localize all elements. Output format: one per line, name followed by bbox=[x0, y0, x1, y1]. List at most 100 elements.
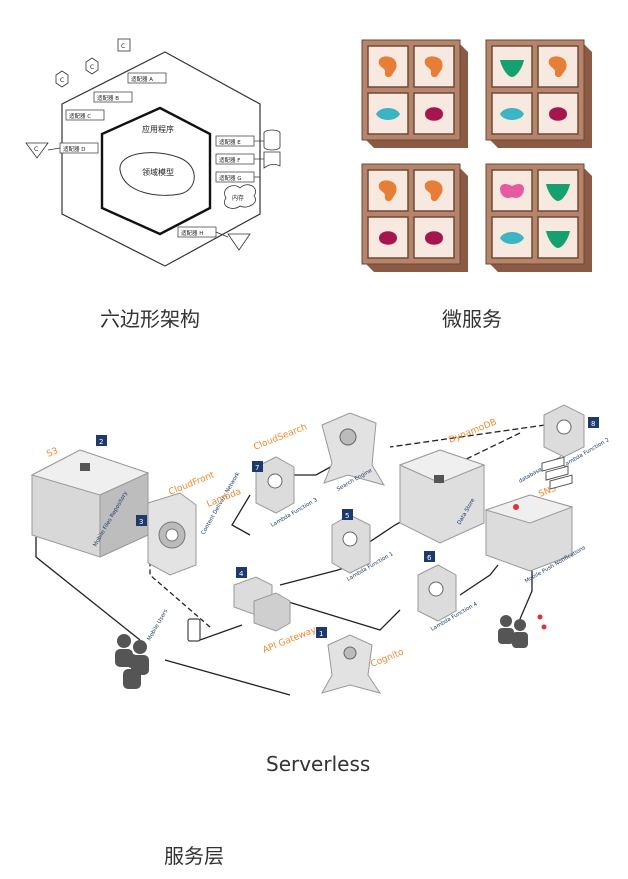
line-phone-api bbox=[199, 624, 243, 641]
mobile-users-label: Mobile Users bbox=[147, 608, 170, 642]
lambda-function-1-icon bbox=[331, 514, 371, 574]
badge-hex-c-1: C bbox=[85, 57, 99, 75]
caption-service-layer: 服务层 bbox=[164, 844, 224, 868]
svg-text:适配器 C: 适配器 C bbox=[69, 112, 91, 120]
svg-text:C: C bbox=[60, 77, 64, 84]
svg-text:2: 2 bbox=[99, 438, 103, 446]
api-gateway-icon bbox=[233, 576, 291, 632]
adapter-e-box: 适配器 E bbox=[215, 135, 255, 147]
line-users-s3 bbox=[35, 537, 141, 641]
svg-text:4: 4 bbox=[239, 570, 244, 578]
cabinet-cell bbox=[537, 169, 579, 212]
svg-text:适配器 A: 适配器 A bbox=[131, 75, 153, 83]
svg-text:3: 3 bbox=[139, 518, 143, 526]
step-badge-6: 6 bbox=[424, 551, 435, 562]
lambda-function-4-icon bbox=[417, 564, 457, 622]
step-badge-2: 2 bbox=[96, 435, 107, 446]
users-group-right-icon bbox=[498, 615, 528, 648]
domain-model-blob bbox=[119, 152, 195, 196]
service-blob bbox=[379, 231, 397, 245]
badge-hex-c-2: C bbox=[55, 70, 69, 88]
adapter-a-box: 适配器 A bbox=[127, 72, 167, 84]
line-api-lambda4 bbox=[281, 599, 401, 631]
database-icon bbox=[263, 129, 281, 151]
adapter-g-box: 适配器 G bbox=[215, 171, 255, 183]
inner-hexagon bbox=[100, 106, 212, 236]
svg-text:C: C bbox=[90, 64, 94, 71]
badge-square-c: C bbox=[117, 38, 131, 52]
svg-text:适配器 B: 适配器 B bbox=[97, 94, 119, 102]
cloudfront-icon bbox=[147, 492, 197, 576]
line-sns-users bbox=[519, 561, 533, 620]
badge-triangle-c: C bbox=[25, 142, 49, 159]
svg-text:适配器 F: 适配器 F bbox=[219, 156, 240, 164]
hexagon-svg: 应用程序 领域模型 C C C C 适配器 A 适配器 B 适配器 C 适配器 … bbox=[25, 38, 281, 267]
step-badge-8: 8 bbox=[588, 417, 599, 428]
svg-text:7: 7 bbox=[255, 464, 259, 472]
step-badges: 1 2 3 4 5 6 7 8 bbox=[96, 417, 599, 638]
caption-hexagonal: 六边形架构 bbox=[100, 307, 200, 331]
service-blob bbox=[500, 60, 524, 77]
caption-serverless: Serverless bbox=[266, 752, 371, 776]
adapter-b-box: 适配器 B bbox=[93, 91, 133, 103]
service-blob bbox=[425, 231, 443, 245]
step-badge-3: 3 bbox=[136, 515, 147, 526]
sns-icon bbox=[484, 494, 574, 572]
serverless-svg: S3 Mobile Files Repository CloudFront Co… bbox=[30, 271, 611, 696]
line-api-lambda3 bbox=[231, 494, 251, 536]
service-blob bbox=[424, 180, 443, 202]
microservices-svg bbox=[361, 39, 592, 272]
adapter-c-box: 适配器 C bbox=[65, 109, 105, 121]
adapter-h-box: 适配器 H bbox=[177, 226, 217, 238]
svg-text:6: 6 bbox=[427, 554, 432, 562]
api-gateway-label: API Gateway bbox=[261, 625, 318, 656]
notification-dot bbox=[541, 624, 547, 630]
mobile-phone-icon bbox=[187, 618, 201, 642]
service-blob bbox=[378, 56, 397, 78]
cognito-label: Cognito bbox=[369, 647, 405, 669]
domain-model-label: 领域模型 bbox=[142, 167, 174, 177]
service-blob bbox=[425, 107, 443, 121]
cloudsearch-label: CloudSearch bbox=[252, 422, 308, 452]
adapter-f-box: 适配器 F bbox=[215, 153, 255, 165]
caption-microservices: 微服务 bbox=[442, 307, 502, 331]
s3-label: S3 bbox=[45, 446, 59, 460]
service-blob bbox=[546, 184, 570, 201]
dynamodb-label: DynamoDB bbox=[447, 417, 498, 445]
document-icon bbox=[263, 151, 281, 169]
application-label: 应用程序 bbox=[142, 124, 174, 134]
step-badge-1: 1 bbox=[316, 627, 327, 638]
lambda-function-2-icon bbox=[543, 404, 585, 458]
outer-hexagon bbox=[61, 51, 261, 267]
svg-text:C: C bbox=[121, 43, 125, 50]
cognito-icon bbox=[320, 634, 382, 694]
service-blob bbox=[500, 183, 524, 198]
serverless-diagram: S3 Mobile Files Repository CloudFront Co… bbox=[20, 271, 620, 705]
cabinet-cell bbox=[537, 216, 579, 259]
cloudfront-label: CloudFront bbox=[167, 470, 216, 498]
lambda-function-3-icon bbox=[255, 456, 295, 514]
service-blob bbox=[378, 180, 397, 202]
svg-text:C: C bbox=[34, 146, 38, 153]
line-users-cognito bbox=[164, 659, 291, 696]
memory-label: 内存 bbox=[232, 194, 244, 202]
service-blob bbox=[500, 108, 524, 120]
triangle-icon bbox=[227, 233, 251, 251]
svg-text:5: 5 bbox=[345, 512, 349, 520]
step-badge-4: 4 bbox=[236, 567, 247, 578]
service-blob bbox=[546, 231, 570, 248]
step-badge-7: 7 bbox=[252, 461, 263, 472]
mobile-users-icon bbox=[115, 634, 149, 689]
microservices-diagram bbox=[358, 38, 598, 278]
service-blob bbox=[548, 56, 567, 78]
svg-text:1: 1 bbox=[319, 630, 323, 638]
service-blob bbox=[500, 232, 524, 244]
svg-text:适配器 E: 适配器 E bbox=[219, 138, 241, 146]
push-notification-cards-icon bbox=[541, 456, 573, 490]
svg-text:适配器 G: 适配器 G bbox=[219, 174, 242, 182]
hexagonal-architecture-diagram: 应用程序 领域模型 C C C C 适配器 A 适配器 B 适配器 C 适配器 … bbox=[20, 30, 290, 290]
svg-text:适配器 H: 适配器 H bbox=[181, 229, 203, 237]
dynamodb-icon bbox=[398, 449, 486, 544]
adapter-d-box: 适配器 D bbox=[59, 142, 99, 154]
service-blob bbox=[376, 108, 400, 120]
